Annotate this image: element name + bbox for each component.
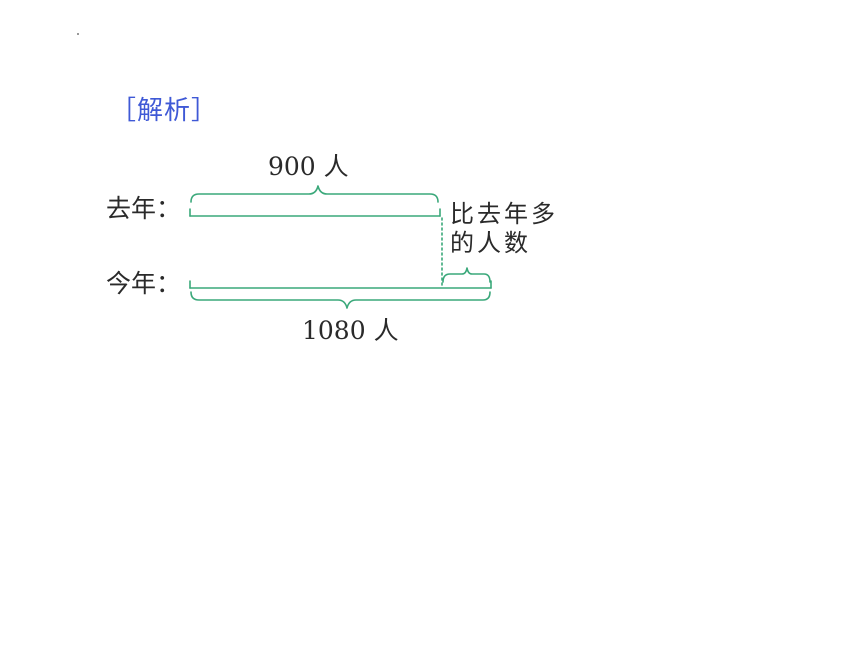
- last-year-brace: [190, 185, 439, 203]
- this-year-total-label: 1080 人: [302, 316, 399, 345]
- corner-dot: [77, 33, 79, 35]
- last-year-row-label: 去年：: [106, 194, 182, 223]
- this-year-brace: [190, 291, 491, 309]
- difference-note-line-1: 比去年多: [450, 200, 558, 228]
- difference-note: 比去年多 的人数: [450, 200, 558, 258]
- last-year-total-label: 900 人: [268, 152, 349, 181]
- difference-brace: [442, 267, 491, 283]
- section-title: ［解析］: [110, 96, 219, 126]
- this-year-row-label: 今年：: [106, 269, 182, 298]
- difference-note-line-2: 的人数: [450, 229, 531, 257]
